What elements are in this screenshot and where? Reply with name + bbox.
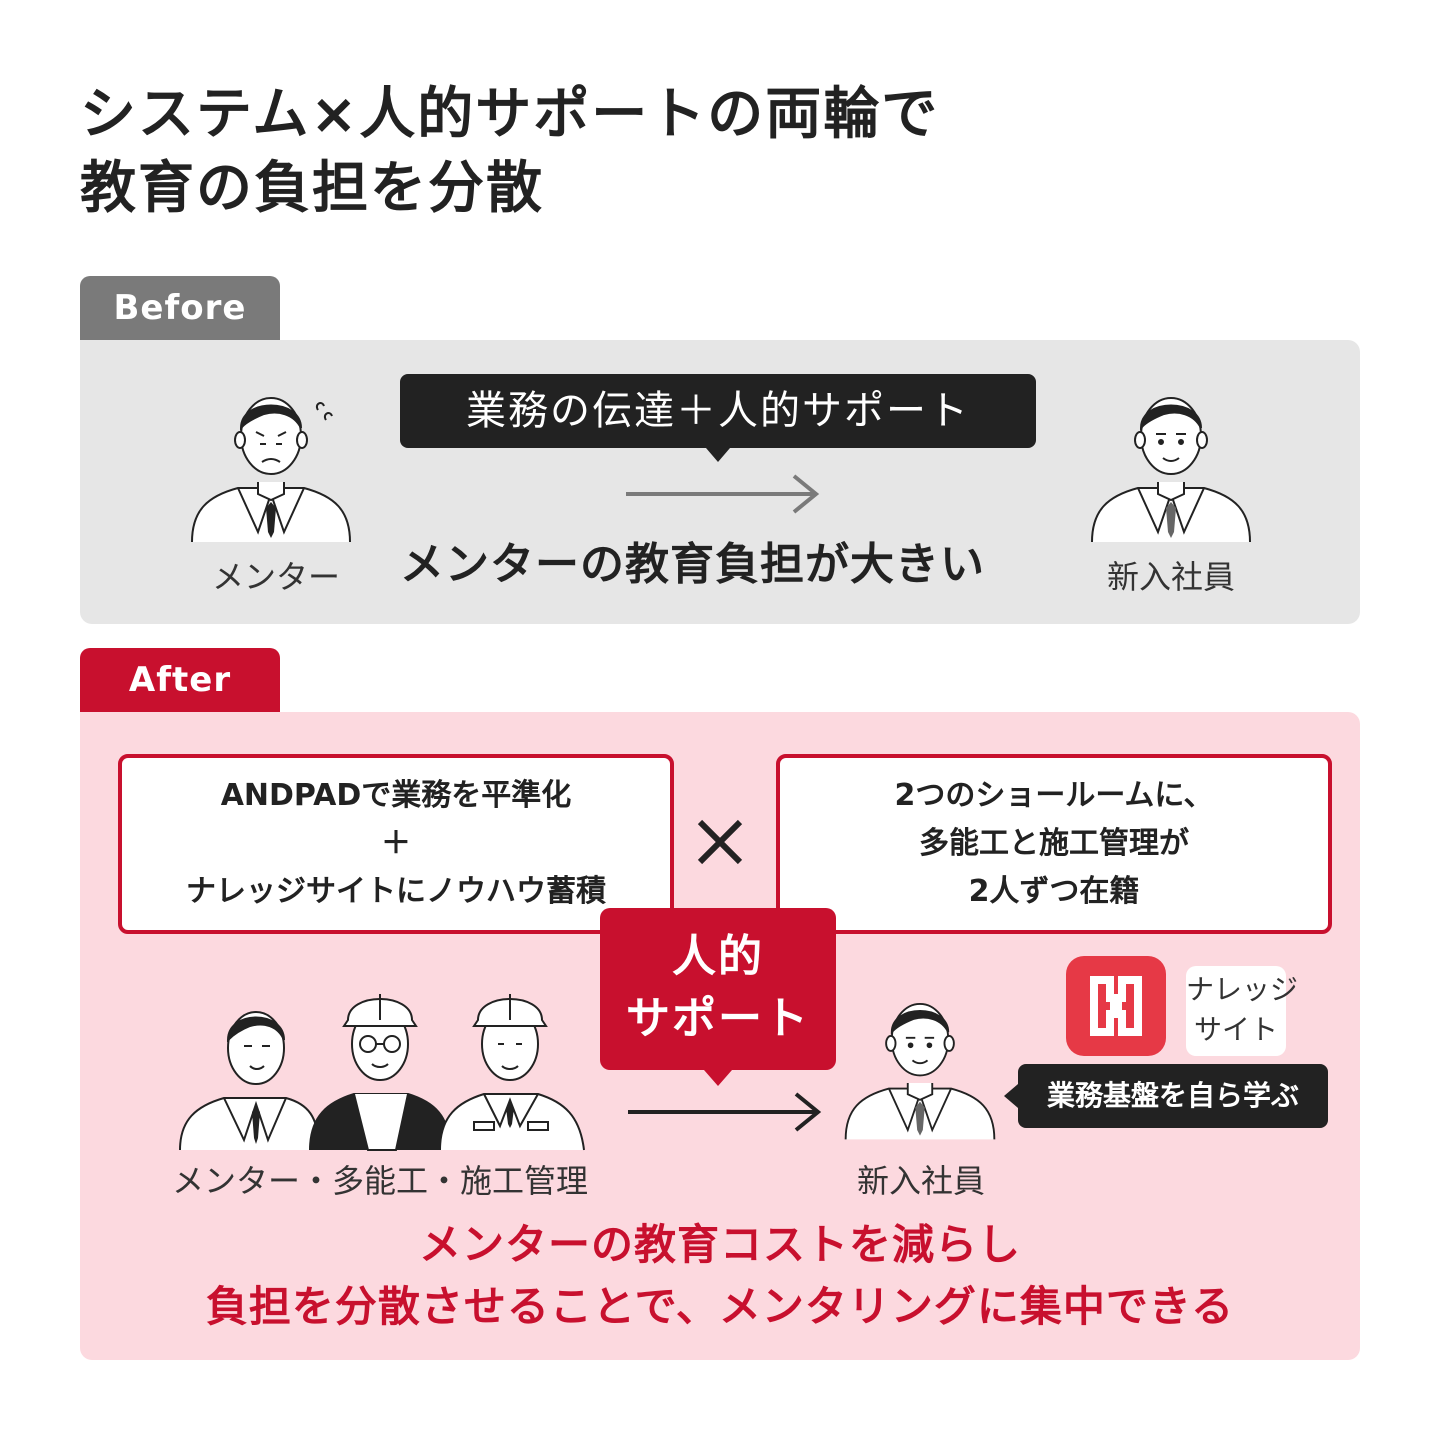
human-support-label: 人的 サポート xyxy=(600,908,836,1086)
conclusion-text: メンターの教育コストを減らし 負担を分散させることで、メンタリングに集中できる xyxy=(80,1214,1360,1338)
system-box: ANDPADで業務を平準化 ＋ ナレッジサイトにノウハウ蓄積 xyxy=(118,754,674,934)
before-tab: Before xyxy=(80,276,280,340)
system-box-line-3: ナレッジサイトにノウハウ蓄積 xyxy=(186,874,606,909)
support-team-label: メンター・多能工・施工管理 xyxy=(171,1162,588,1200)
knowledge-line-2: サイト xyxy=(1193,1013,1278,1046)
after-arrow-icon xyxy=(628,1092,822,1132)
support-line-2: サポート xyxy=(626,993,810,1044)
human-box-line-1: 2つのショールームに、 xyxy=(894,778,1214,813)
knowledge-site-label: ナレッジ サイト xyxy=(1186,966,1299,1056)
before-arrow-icon xyxy=(626,474,820,514)
system-box-line-2: ＋ xyxy=(381,826,411,861)
after-newcomer-label: 新入社員 xyxy=(856,1162,985,1200)
after-newcomer-icon xyxy=(844,1002,996,1140)
support-team-icon xyxy=(179,994,585,1151)
page-title: システム×人的サポートの両輪で 教育の負担を分散 xyxy=(80,78,1180,226)
newcomer-icon xyxy=(1091,397,1251,543)
human-support-box: 2つのショールームに、 多能工と施工管理が 2人ずつ在籍 xyxy=(776,754,1332,934)
before-mentor-label: メンター xyxy=(211,558,340,596)
human-box-line-3: 2人ずつ在籍 xyxy=(968,874,1140,909)
before-message: メンターの教育負担が大きい xyxy=(400,539,985,590)
after-tab: After xyxy=(80,648,280,712)
knowledge-site-app-icon xyxy=(1066,956,1166,1056)
conclusion-line-1: メンターの教育コストを減らし xyxy=(418,1220,1021,1269)
support-line-1: 人的 xyxy=(672,931,764,982)
system-box-line-1: ANDPADで業務を平準化 xyxy=(220,778,572,813)
human-box-line-2: 多能工と施工管理が xyxy=(919,826,1189,861)
before-speech-bubble: 業務の伝達＋人的サポート xyxy=(400,374,1036,462)
knowledge-line-1: ナレッジ xyxy=(1186,973,1299,1006)
knowledge-site-logo-icon xyxy=(1090,976,1142,1036)
title-line-1: システム×人的サポートの両輪で xyxy=(80,82,940,147)
worried-mentor-icon xyxy=(191,397,351,543)
before-newcomer-label: 新入社員 xyxy=(1106,558,1235,596)
self-learning-bubble: 業務基盤を自ら学ぶ xyxy=(1004,1064,1328,1128)
title-line-2: 教育の負担を分散 xyxy=(80,156,544,221)
multiply-icon xyxy=(697,819,743,865)
conclusion-line-2: 負担を分散させることで、メンタリングに集中できる xyxy=(205,1282,1235,1331)
